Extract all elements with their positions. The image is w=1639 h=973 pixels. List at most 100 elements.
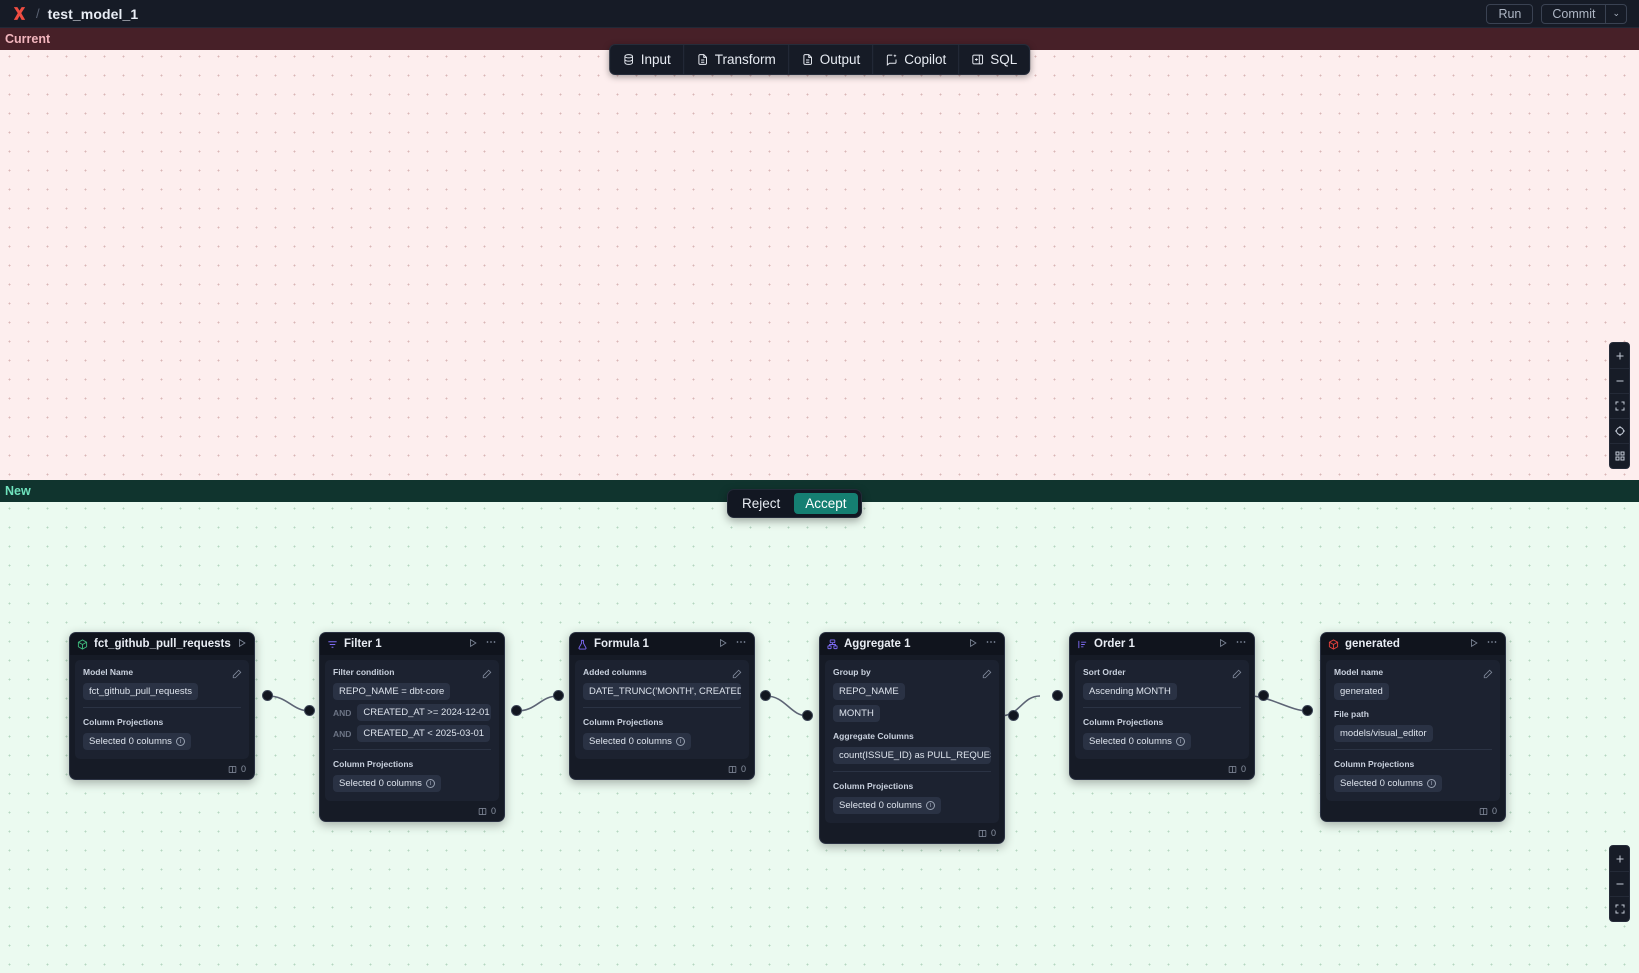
run-node-icon[interactable] (1469, 635, 1479, 653)
port-out-aggregate[interactable] (1008, 710, 1019, 721)
edit-pencil-icon[interactable] (232, 666, 242, 684)
aggregate-columns-chip[interactable]: count(ISSUE_ID) as PULL_REQUEST_... (833, 747, 991, 764)
edit-pencil-icon[interactable] (1232, 666, 1242, 684)
column-projections-chip[interactable]: Selected 0 columns i (83, 733, 191, 750)
chevron-down-icon[interactable]: ⌄ (1605, 4, 1626, 23)
node-header[interactable]: Filter 1 (320, 633, 504, 655)
column-projections-chip[interactable]: Selected 0 columns i (333, 775, 441, 792)
tab-input[interactable]: Input (610, 45, 683, 74)
port-in-order[interactable] (1052, 690, 1063, 701)
info-icon[interactable]: i (175, 737, 185, 746)
section-label: Sort Order (1083, 667, 1126, 677)
tab-copilot[interactable]: Copilot (872, 45, 958, 74)
column-projections-chip[interactable]: Selected 0 columns i (1083, 733, 1191, 750)
minus-icon[interactable] (1610, 871, 1629, 896)
accept-button[interactable]: Accept (794, 493, 858, 514)
recenter-icon[interactable] (1610, 418, 1629, 443)
node-filter[interactable]: Filter 1 Filter condition REPO_NAME = db… (319, 632, 505, 822)
plus-icon[interactable] (1610, 343, 1629, 368)
node-generated[interactable]: generated Model name generated File path (1320, 632, 1506, 822)
run-button[interactable]: Run (1486, 3, 1534, 24)
fit-screen-icon[interactable] (1610, 896, 1629, 921)
run-node-icon[interactable] (468, 635, 478, 653)
group-by-chip[interactable]: REPO_NAME (833, 683, 905, 700)
info-icon[interactable]: i (425, 779, 435, 788)
run-node-icon[interactable] (1218, 635, 1228, 653)
node-actions (968, 635, 997, 653)
app-logo-icon[interactable] (8, 3, 30, 25)
port-out-order[interactable] (1258, 690, 1269, 701)
sort-order-chip[interactable]: Ascending MONTH (1083, 683, 1177, 700)
tab-transform[interactable]: Transform (682, 45, 788, 74)
column-projections-chip[interactable]: Selected 0 columns i (1334, 775, 1442, 792)
node-header[interactable]: generated (1321, 633, 1505, 655)
run-node-icon[interactable] (237, 635, 247, 653)
more-options-icon[interactable] (1235, 635, 1247, 653)
node-header[interactable]: fct_github_pull_requests (70, 633, 254, 655)
edit-pencil-icon[interactable] (482, 666, 492, 684)
plus-icon[interactable] (1610, 846, 1629, 871)
tab-sql[interactable]: SQL (958, 45, 1029, 74)
info-icon[interactable]: i (925, 801, 935, 810)
node-aggregate[interactable]: Aggregate 1 Group by REPO_NAME MONTH (819, 632, 1005, 844)
canvas-new[interactable]: fct_github_pull_requests Model Name fct_… (0, 480, 1639, 973)
edit-pencil-icon[interactable] (982, 666, 992, 684)
chip-label: Selected 0 columns (1089, 736, 1172, 747)
node-body: Group by REPO_NAME MONTH Aggregate Colum… (825, 660, 999, 823)
node-order[interactable]: Order 1 Sort Order Ascending MONTH C (1069, 632, 1255, 780)
condition-operator: AND (333, 707, 352, 718)
info-icon[interactable]: i (1426, 779, 1436, 788)
port-in-aggregate[interactable] (802, 710, 813, 721)
fit-screen-icon[interactable] (1610, 393, 1629, 418)
node-actions (718, 635, 747, 653)
canvas-current[interactable] (0, 28, 1639, 480)
run-node-icon[interactable] (968, 635, 978, 653)
model-name-chip[interactable]: generated (1334, 683, 1389, 700)
filter-condition-chip[interactable]: REPO_NAME = dbt-core (333, 683, 451, 700)
node-body: Model Name fct_github_pull_requests Colu… (75, 660, 249, 759)
group-by-chip[interactable]: MONTH (833, 705, 880, 722)
node-header[interactable]: Order 1 (1070, 633, 1254, 655)
more-options-icon[interactable] (485, 635, 497, 653)
info-icon[interactable]: i (1175, 737, 1185, 746)
filter-condition-chip[interactable]: CREATED_AT >= 2024-12-01 (357, 704, 491, 721)
node-formula[interactable]: Formula 1 Added columns DATE_TRUNC('MONT… (569, 632, 755, 780)
more-options-icon[interactable] (254, 635, 255, 653)
tab-output[interactable]: Output (787, 45, 873, 74)
document-icon (696, 53, 709, 66)
reject-button[interactable]: Reject (731, 493, 791, 514)
more-options-icon[interactable] (735, 635, 747, 653)
filter-condition-chip[interactable]: CREATED_AT < 2025-03-01 (357, 725, 491, 742)
divider (1334, 749, 1492, 750)
port-in-formula[interactable] (553, 690, 564, 701)
port-out-source[interactable] (262, 690, 273, 701)
node-title: Filter 1 (344, 638, 382, 650)
node-source[interactable]: fct_github_pull_requests Model Name fct_… (69, 632, 255, 780)
port-in-generated[interactable] (1302, 705, 1313, 716)
commit-button[interactable]: Commit (1552, 6, 1596, 21)
column-projections-chip[interactable]: Selected 0 columns i (583, 733, 691, 750)
column-projections-chip[interactable]: Selected 0 columns i (833, 797, 941, 814)
port-out-formula[interactable] (760, 690, 771, 701)
grid-icon[interactable] (1610, 443, 1629, 468)
run-node-icon[interactable] (718, 635, 728, 653)
divider (583, 707, 741, 708)
band-current-label: Current (5, 32, 51, 46)
node-footer: 0 (70, 764, 254, 779)
more-options-icon[interactable] (985, 635, 997, 653)
added-columns-chip[interactable]: DATE_TRUNC('MONTH', CREATED_AT... (583, 683, 741, 700)
info-icon[interactable]: i (675, 737, 685, 746)
edit-pencil-icon[interactable] (732, 666, 742, 684)
port-in-filter[interactable] (304, 705, 315, 716)
node-header[interactable]: Aggregate 1 (820, 633, 1004, 655)
port-out-filter[interactable] (511, 705, 522, 716)
edit-pencil-icon[interactable] (1483, 666, 1493, 684)
minus-icon[interactable] (1610, 368, 1629, 393)
section-label: Filter condition (333, 667, 395, 677)
aggregate-purple-icon (827, 638, 838, 650)
more-options-icon[interactable] (1486, 635, 1498, 653)
model-name-chip[interactable]: fct_github_pull_requests (83, 683, 198, 700)
file-path-chip[interactable]: models/visual_editor (1334, 725, 1433, 742)
commit-split-button[interactable]: Commit ⌄ (1541, 3, 1627, 24)
node-header[interactable]: Formula 1 (570, 633, 754, 655)
